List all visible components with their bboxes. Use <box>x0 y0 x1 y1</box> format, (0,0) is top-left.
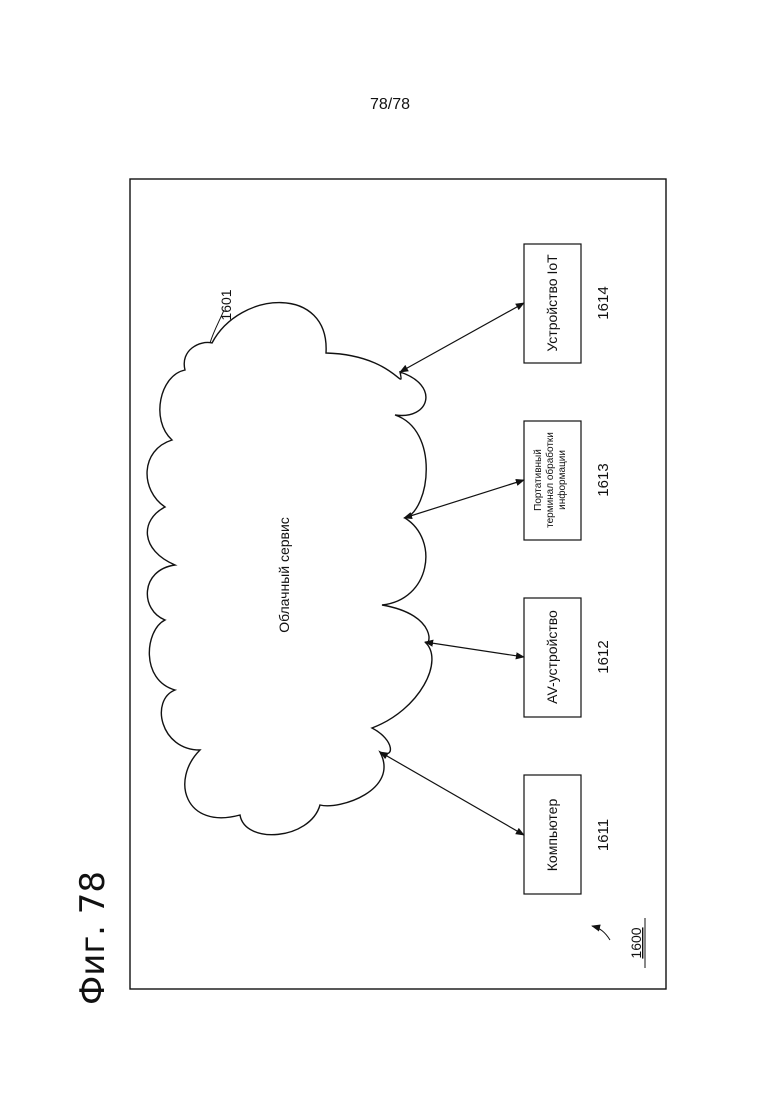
system-ref-arrow <box>592 926 610 940</box>
connector-arrow-1613 <box>404 480 524 518</box>
connector-arrow-1612 <box>425 642 524 657</box>
device-label-1612: AV-устройство <box>544 610 560 704</box>
cloud-label: Облачный сервис <box>276 517 292 633</box>
page-number: 78/78 <box>370 96 410 113</box>
connector-arrow-1614 <box>400 303 524 372</box>
device-ref-1614: 1614 <box>595 286 612 319</box>
device-label-1611: Компьютер <box>544 799 560 872</box>
device-ref-1613: 1613 <box>595 463 612 496</box>
device-label-1613-line-3: информации <box>556 450 568 510</box>
diagram-frame <box>130 179 666 989</box>
device-ref-1612: 1612 <box>595 640 612 673</box>
device-ref-1611: 1611 <box>595 819 612 851</box>
system-ref-number: 1600 <box>628 927 644 958</box>
cloud-ref-number: 1601 <box>218 289 234 320</box>
figure-label: Фиг. 78 <box>73 871 113 1005</box>
device-label-1613-line-1: Портативный <box>533 449 544 511</box>
device-label-1614: Устройство IoT <box>544 254 560 352</box>
device-label-1613-line-2: терминал обработки <box>544 432 556 528</box>
connector-arrow-1611 <box>380 752 524 835</box>
